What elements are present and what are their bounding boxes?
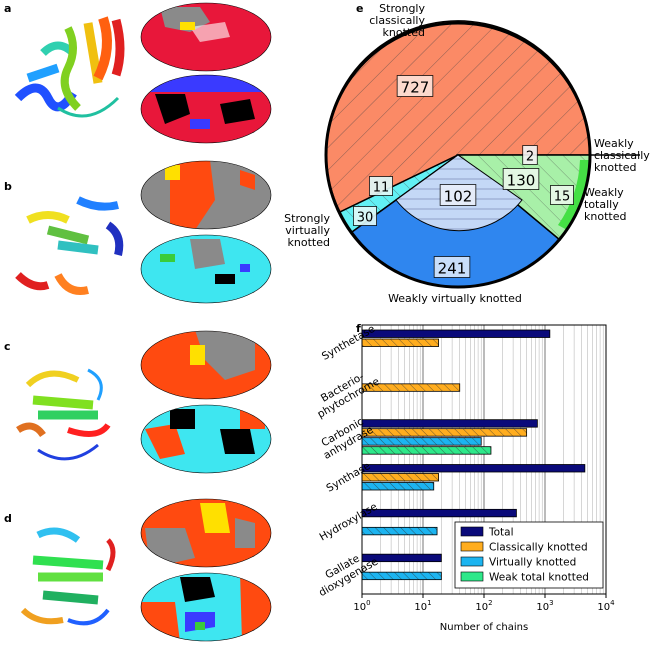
protein-structure-b	[15, 196, 124, 295]
legend-label: Classically knotted	[489, 542, 588, 554]
panel-label-c: c	[4, 340, 11, 353]
bar-classically-knotted	[361, 428, 528, 437]
bar-classically-knotted	[361, 473, 439, 482]
count-strong-classical-box	[396, 75, 434, 97]
bar-total	[361, 508, 517, 518]
label-weak-virtual: Weakly virtually knotted	[388, 292, 522, 305]
protein-structure-a	[14, 16, 125, 118]
knot-map-d-top	[140, 498, 272, 568]
bar-total	[361, 419, 538, 428]
x-tick-label: 102	[475, 599, 492, 613]
x-tick-label: 104	[597, 599, 615, 613]
count-weak-total-edge: 15	[554, 190, 571, 205]
knot-map-c-bottom	[140, 404, 272, 474]
x-tick-label: 100	[353, 599, 370, 613]
count-weak-total: 130	[507, 171, 536, 189]
pie-slice-weak-total-edge	[558, 160, 590, 230]
count-weak-virtual: 241	[438, 259, 467, 277]
bar-virtually-knotted	[361, 437, 482, 446]
legend-label: Total	[488, 527, 514, 539]
count-strong-virtual-inner: 11	[373, 181, 390, 196]
panel-label-d: d	[4, 512, 12, 525]
legend-swatch	[460, 526, 484, 537]
panel-label-b: b	[4, 180, 12, 193]
protein-structure-c	[16, 368, 111, 461]
legend-swatch	[460, 541, 484, 552]
x-tick-label: 103	[536, 599, 553, 613]
panel-label-f: f	[356, 322, 361, 335]
knot-map-d-bottom	[140, 572, 272, 642]
bar-total	[361, 329, 551, 338]
legend-swatch	[460, 556, 484, 567]
category-label: Hydroxylase	[317, 501, 379, 544]
count-strong-virtual-outer: 30	[357, 211, 374, 226]
category-label: Bacterio-phytochrome	[309, 365, 381, 421]
knot-map-b-top	[140, 160, 272, 230]
x-axis-label: Number of chains	[440, 622, 528, 633]
panel-label-e: e	[356, 2, 364, 15]
bar-weak-total-knotted	[361, 446, 492, 455]
count-center-box	[439, 184, 477, 206]
bar-classically-knotted	[361, 338, 439, 347]
count-weak-classical: 2	[526, 150, 534, 165]
count-strong-classical: 727	[401, 78, 430, 96]
protein-structure-d	[20, 527, 116, 626]
count-weak-virtual-box	[433, 256, 471, 278]
legend-label: Virtually knotted	[489, 557, 576, 569]
knot-map-c-top	[140, 330, 272, 400]
knot-map-a-bottom	[140, 74, 272, 144]
count-strong-virtual-inner-box	[369, 176, 393, 196]
count-weak-total-edge-box	[550, 185, 574, 205]
bar-virtually-knotted	[361, 482, 435, 491]
knot-map-b-bottom	[140, 234, 272, 304]
bar-total	[361, 464, 586, 473]
legend-swatch	[460, 571, 484, 582]
bar-virtually-knotted	[361, 526, 438, 536]
count-strong-virtual-outer-box	[353, 206, 377, 226]
legend-label: Weak total knotted	[489, 572, 589, 584]
panel-label-a: a	[4, 2, 12, 15]
count-weak-classical-box	[522, 145, 538, 165]
x-tick-label: 101	[414, 599, 431, 613]
bar-virtually-knotted	[361, 571, 442, 581]
count-center: 102	[444, 187, 473, 205]
count-weak-total-box	[502, 168, 540, 190]
knot-map-a-top	[140, 2, 272, 72]
